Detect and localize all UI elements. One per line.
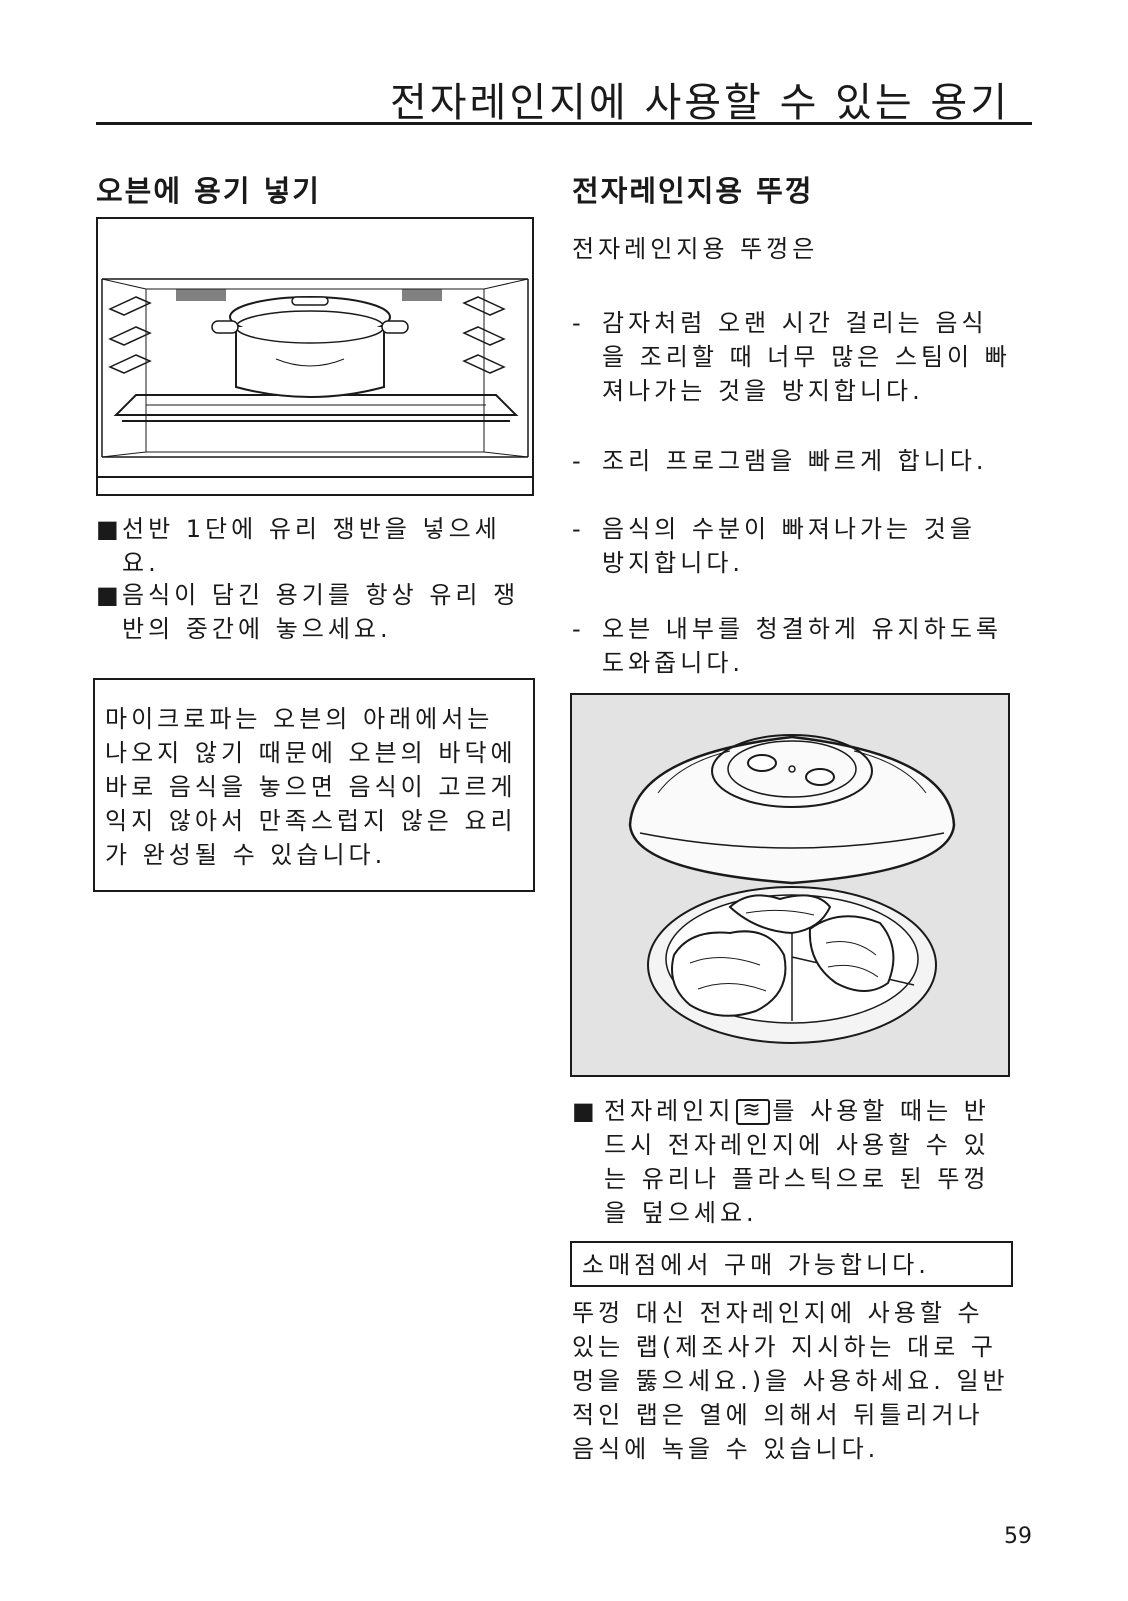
left-bullet-item: ■ 선반 1단에 유리 쟁반을 넣으세요. (96, 512, 536, 577)
dash-item-text: 오븐 내부를 청결하게 유지하도록 도와줍니다. (602, 615, 1003, 677)
page-number: 59 (1004, 1524, 1032, 1549)
lid-intro: 전자레인지용 뚜껑은 (572, 235, 819, 263)
title-divider (96, 122, 1032, 125)
dash-item-text: 조리 프로그램을 빠르게 합니다. (602, 447, 988, 475)
bullet-square-icon: ■ (96, 581, 123, 609)
left-bullet-item: ■ 음식이 담긴 용기를 항상 유리 쟁반의 중간에 놓으세요. (96, 578, 536, 650)
oven-with-dish-icon (96, 217, 534, 496)
oven-illustration (96, 217, 534, 496)
lid-illustration (570, 693, 1010, 1077)
instruction-text-end: 를 사용할 때는 반드시 전자레인지에 사용할 수 있는 유리나 플라스틱으로 … (604, 1097, 990, 1227)
availability-note-box: 소매점에서 구매 가능합니다. (570, 1241, 1013, 1287)
bullet-square-icon: ■ (96, 515, 123, 543)
dash-list-item: - 오븐 내부를 청결하게 유지하도록 도와줍니다. (572, 612, 1012, 684)
dash-marker: - (572, 447, 585, 475)
dash-list-item: - 음식의 수분이 빠져나가는 것을 방지합니다. (572, 512, 1012, 584)
dash-marker: - (572, 309, 585, 337)
note-box: 마이크로파는 오븐의 아래에서는 나오지 않기 때문에 오븐의 바닥에 바로 음… (93, 678, 535, 892)
section-heading-lid: 전자레인지용 뚜껑 (572, 174, 814, 208)
right-bullet-item: ■ 전자레인지≋를 사용할 때는 반드시 전자레인지에 사용할 수 있는 유리나… (572, 1094, 1012, 1234)
dash-item-text: 음식의 수분이 빠져나가는 것을 방지합니다. (602, 515, 976, 577)
section-heading-placement: 오븐에 용기 넣기 (96, 174, 321, 208)
microwave-lid-instruction: 전자레인지≋를 사용할 때는 반드시 전자레인지에 사용할 수 있는 유리나 플… (604, 1094, 1012, 1230)
instruction-text-start: 전자레인지 (604, 1097, 735, 1125)
left-bullet-text: 선반 1단에 유리 쟁반을 넣으세요. (122, 515, 501, 577)
page-title: 전자레인지에 사용할 수 있는 용기 (389, 80, 1010, 126)
dash-list-item: - 감자처럼 오랜 시간 걸리는 음식을 조리할 때 너무 많은 스팀이 빠져나… (572, 306, 1012, 414)
bullet-square-icon: ■ (572, 1097, 599, 1125)
note-text: 마이크로파는 오븐의 아래에서는 나오지 않기 때문에 오븐의 바닥에 바로 음… (105, 705, 517, 869)
microwave-symbol-icon: ≋ (736, 1099, 771, 1125)
closing-paragraph: 뚜껑 대신 전자레인지에 사용할 수 있는 랩(제조사가 지시하는 대로 구멍을… (572, 1299, 1009, 1463)
left-bullet-text: 음식이 담긴 용기를 항상 유리 쟁반의 중간에 놓으세요. (122, 581, 520, 643)
availability-note-text: 소매점에서 구매 가능합니다. (582, 1251, 930, 1279)
dash-marker: - (572, 615, 585, 643)
dash-marker: - (572, 515, 585, 543)
microwave-lid-plate-icon (570, 693, 1010, 1077)
dash-list-item: - 조리 프로그램을 빠르게 합니다. (572, 444, 1012, 480)
dash-item-text: 감자처럼 오랜 시간 걸리는 음식을 조리할 때 너무 많은 스팀이 빠져나가는… (602, 309, 1011, 405)
